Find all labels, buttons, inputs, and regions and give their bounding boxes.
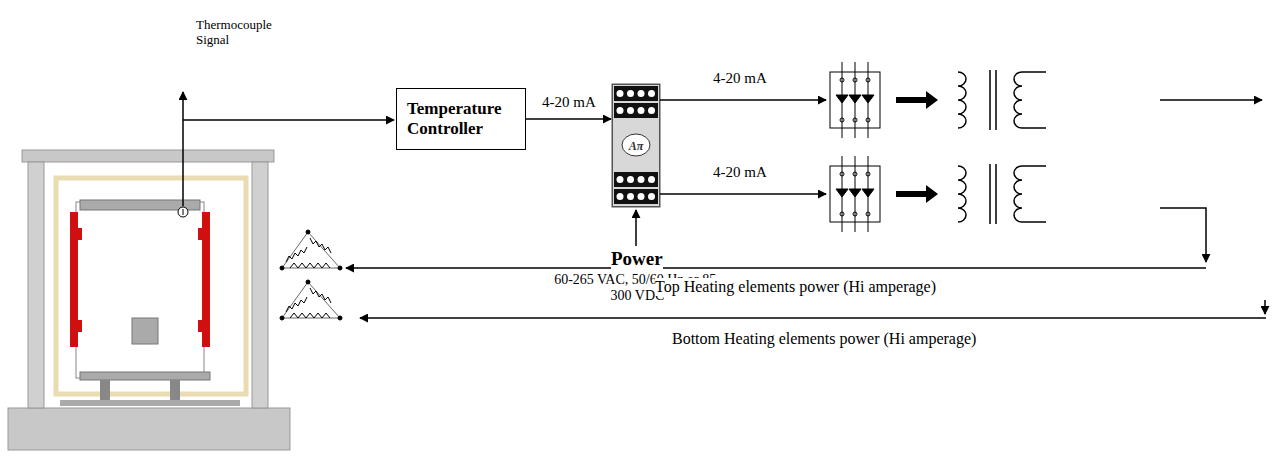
signal-wires: [636, 100, 826, 246]
annotation-label: Power: [611, 248, 663, 270]
annotation-label: Top Heating elements power (Hi amperage): [655, 278, 936, 296]
thermocouple-wire: [183, 92, 394, 206]
power-arrow: [896, 91, 938, 203]
signal-conditioner: [612, 84, 660, 207]
annotation-label: Thermocouple Signal: [196, 18, 276, 48]
ssr-symbol: [830, 156, 880, 232]
annotation-label: 4-20 mA: [713, 164, 767, 181]
transformer-symbol: [958, 70, 1046, 224]
furnace-illustration: [8, 150, 290, 450]
node-text: Temperature Controller: [407, 99, 515, 140]
annotation-label: Bottom Heating elements power (Hi ampera…: [672, 330, 976, 348]
delta-resistor-symbol: [280, 230, 342, 320]
annotation-label: 4-20 mA: [713, 70, 767, 87]
ssr-symbol: [830, 62, 880, 138]
signal-conditioner-module: Aπ: [612, 84, 660, 207]
edge-label: 4-20 mA: [542, 94, 596, 111]
node-text: Aπ: [629, 139, 644, 153]
controller-box: Temperature Controller: [396, 88, 526, 150]
signal-connector: [526, 118, 611, 120]
